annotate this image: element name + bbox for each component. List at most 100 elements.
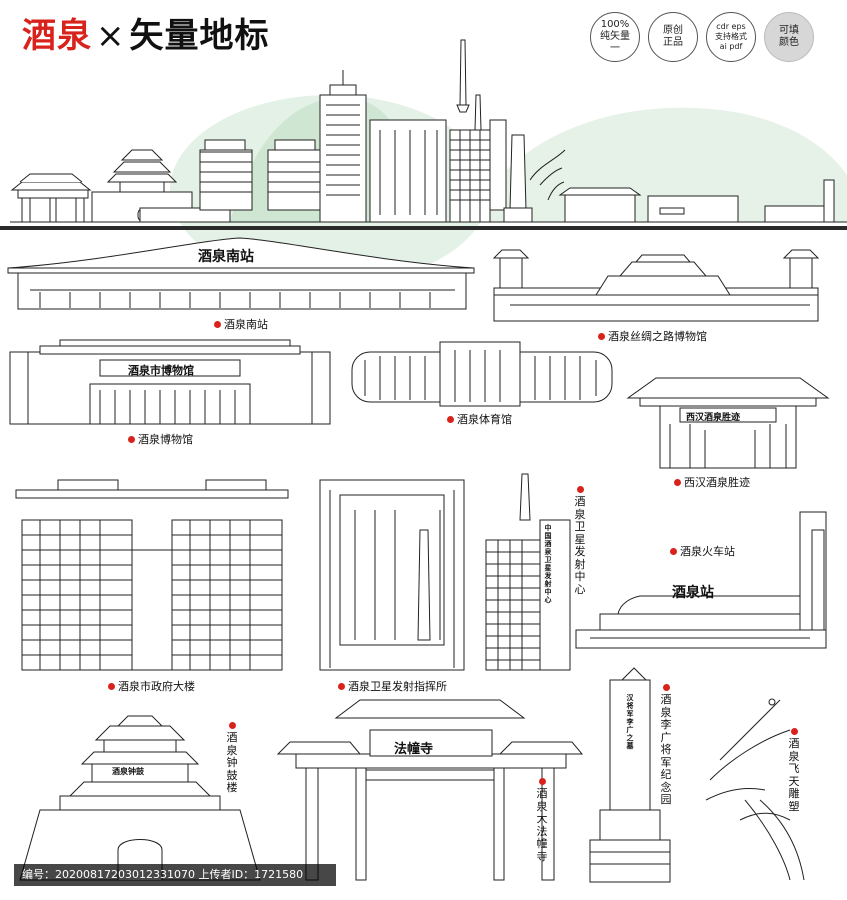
- illustration-jiuquan-museum: [9, 339, 331, 425]
- label-south-station: 酒泉南站: [214, 316, 268, 332]
- label-text: 酒泉南站: [224, 318, 268, 331]
- marker-dot: [214, 320, 221, 328]
- badge-text: 纯矢量: [600, 31, 630, 42]
- illustration-ligung-memorial: [589, 667, 671, 883]
- label-silk-road-museum: 酒泉丝绸之路博物馆: [598, 328, 707, 344]
- badge-text: 可填: [779, 25, 799, 36]
- page-title: 酒泉×矢量地标: [22, 8, 270, 57]
- label-command-center: 酒泉卫星发射指挥所: [338, 678, 447, 694]
- illustration-han-site: [626, 377, 830, 469]
- marker-dot: [538, 778, 546, 785]
- label-text: 西汉酒泉胜迹: [684, 476, 750, 489]
- label-text: 酒泉火车站: [680, 545, 735, 558]
- marker-dot: [128, 435, 135, 443]
- label-text: 酒泉飞天雕塑: [788, 737, 800, 813]
- illustration-south-station: [7, 237, 475, 310]
- title-subtitle: 矢量地标: [129, 16, 270, 56]
- sign-char: 广: [626, 725, 634, 734]
- marker-dot: [598, 332, 605, 340]
- marker-dot: [674, 478, 681, 486]
- sign-char: 泉: [544, 547, 552, 556]
- sign-char: 星: [544, 563, 552, 572]
- label-text: 酒泉卫星发射指挥所: [348, 680, 447, 693]
- illustration-command-center: [319, 479, 465, 671]
- feature-badges: 100% 纯矢量 一 原创 正品 cdr eps 支持格式 ai pdf 可填 …: [590, 12, 814, 62]
- badge-pure-vector: 100% 纯矢量 一: [590, 12, 640, 62]
- illustration-gymnasium: [351, 341, 613, 407]
- illustration-bell-drum-tower: [19, 715, 261, 881]
- sign-char: 心: [544, 595, 552, 604]
- marker-dot: [228, 722, 236, 729]
- sign-drum-tower: 酒泉钟鼓: [112, 766, 144, 776]
- label-jiuquan-museum: 酒泉博物馆: [128, 431, 193, 447]
- skyline: [10, 39, 847, 285]
- marker-dot: [338, 682, 345, 690]
- sign-char: 中: [544, 587, 552, 596]
- label-text: 酒泉体育馆: [457, 413, 512, 426]
- sign-char: 将: [626, 701, 634, 710]
- label-ligung-memorial: 酒泉李广将军纪念园: [660, 684, 672, 807]
- badge-text: 原创: [663, 25, 683, 36]
- label-satellite-center: 酒泉卫星发射中心: [574, 486, 586, 596]
- marker-dot: [108, 682, 115, 690]
- badge-fillable: 可填 颜色: [764, 12, 814, 62]
- sign-char: 之: [626, 733, 634, 742]
- badge-text: 100%: [600, 19, 630, 30]
- label-text: 酒泉大法幢寺: [536, 787, 548, 863]
- label-text: 酒泉市政府大楼: [118, 680, 195, 693]
- title-city: 酒泉: [22, 16, 92, 56]
- marker-dot: [790, 728, 798, 735]
- sign-char: 酒: [544, 539, 552, 548]
- sign-han-site: 西汉酒泉胜迹: [686, 413, 741, 423]
- footer-info-bar: 编号：20200817203012331070 上传者ID：1721580: [14, 864, 336, 886]
- label-text: 酒泉卫星发射中心: [574, 495, 586, 596]
- sign-char: 墓: [626, 741, 634, 750]
- title-cross: ×: [96, 16, 126, 56]
- label-text: 酒泉李广将军纪念园: [660, 693, 672, 806]
- marker-dot: [447, 415, 454, 423]
- label-flying-apsaras: 酒泉飞天雕塑: [788, 728, 800, 813]
- sign-char: 李: [626, 717, 634, 726]
- sign-char: 射: [544, 579, 552, 588]
- badge-text: ai pdf: [719, 42, 743, 51]
- badge-text: 正品: [663, 37, 683, 48]
- sign-char: 国: [544, 531, 552, 540]
- illustration-train-station: [575, 511, 827, 649]
- illustration-city-government: [15, 479, 289, 671]
- sign-launch-tower: 中国酒泉卫星发射中心: [544, 524, 552, 604]
- badge-text: 颜色: [779, 37, 799, 48]
- illustration-satellite-center: [485, 473, 571, 671]
- sign-south-station: 酒泉南站: [198, 249, 254, 265]
- label-text: 酒泉钟鼓楼: [226, 731, 238, 794]
- badge-text: 支持格式: [715, 32, 747, 41]
- label-han-site: 西汉酒泉胜迹: [674, 474, 750, 490]
- sign-gate: 法幢寺: [394, 742, 434, 757]
- label-train-station: 酒泉火车站: [670, 543, 735, 559]
- badge-original: 原创 正品: [648, 12, 698, 62]
- sign-char: 卫: [544, 555, 552, 564]
- label-text: 酒泉博物馆: [138, 433, 193, 446]
- label-dafa-temple: 酒泉大法幢寺: [536, 778, 548, 863]
- illustration-dafa-temple-gate: [276, 699, 584, 881]
- sign-char: 军: [626, 709, 634, 718]
- sign-memorial: 汉将军李广之墓: [626, 694, 634, 750]
- label-bell-drum-tower: 酒泉钟鼓楼: [226, 722, 238, 795]
- sign-char: 发: [544, 571, 552, 580]
- illustration-silk-road-museum: [492, 249, 820, 322]
- section-divider: [0, 226, 847, 230]
- marker-dot: [662, 684, 670, 691]
- marker-dot: [670, 547, 677, 555]
- sign-museum: 酒泉市博物馆: [128, 364, 194, 377]
- marker-dot: [576, 486, 584, 493]
- label-gymnasium: 酒泉体育馆: [447, 411, 512, 427]
- badge-text: cdr eps: [716, 22, 746, 31]
- sign-char: 汉: [626, 693, 634, 702]
- sign-train-station: 酒泉站: [672, 585, 714, 601]
- label-text: 酒泉丝绸之路博物馆: [608, 330, 707, 343]
- illustration-flying-apsaras: [705, 698, 805, 881]
- sign-char: 中: [544, 523, 552, 532]
- label-city-government: 酒泉市政府大楼: [108, 678, 195, 694]
- badge-text: 一: [610, 43, 620, 54]
- badge-formats: cdr eps 支持格式 ai pdf: [706, 12, 756, 62]
